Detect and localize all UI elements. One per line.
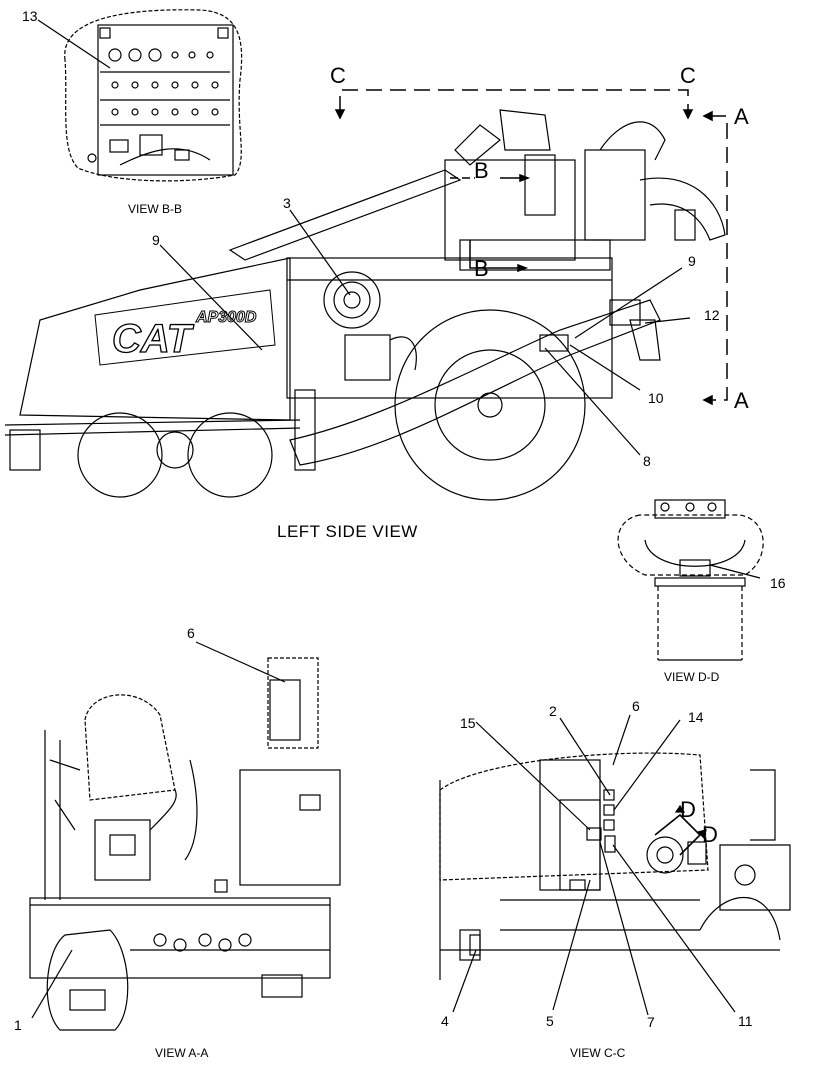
view-dd-drawing xyxy=(617,499,764,661)
section-mark-a-top: A xyxy=(734,104,749,129)
section-mark-c-left: C xyxy=(330,63,346,88)
view-cc-drawing xyxy=(439,752,791,980)
callout-12: 12 xyxy=(704,307,720,323)
callout-16: 16 xyxy=(770,575,786,591)
cat-decal: CAT xyxy=(112,317,195,361)
callout-6-cc: 6 xyxy=(632,698,640,714)
callout-6-aa: 6 xyxy=(187,625,195,641)
section-mark-c-right: C xyxy=(680,63,696,88)
section-mark-b-bottom: B xyxy=(474,256,489,281)
view-aa-title: VIEW A-A xyxy=(155,1046,209,1060)
left-side-view-drawing xyxy=(4,109,726,501)
leader-lines xyxy=(31,19,761,1019)
section-mark-d-top: D xyxy=(680,797,696,822)
callout-3: 3 xyxy=(283,195,291,211)
callout-13: 13 xyxy=(22,8,38,24)
callout-7: 7 xyxy=(647,1014,655,1030)
callout-11: 11 xyxy=(738,1013,753,1029)
callout-1: 1 xyxy=(14,1017,22,1033)
view-dd-title: VIEW D-D xyxy=(664,670,720,684)
view-bb-title: VIEW B-B xyxy=(128,202,183,216)
callout-14: 14 xyxy=(688,709,704,725)
section-mark-b-top: B xyxy=(474,158,489,183)
model-decal: AP300D xyxy=(195,309,257,326)
callout-9-right: 9 xyxy=(688,253,696,269)
callout-2: 2 xyxy=(549,703,557,719)
callout-9-left: 9 xyxy=(152,232,160,248)
left-side-view-title: LEFT SIDE VIEW xyxy=(277,522,418,541)
section-mark-a-bottom: A xyxy=(734,388,749,413)
view-aa-drawing xyxy=(29,657,341,1031)
view-cc-title: VIEW C-C xyxy=(570,1046,626,1060)
callout-4: 4 xyxy=(441,1013,449,1029)
section-lines xyxy=(334,89,728,406)
callout-10: 10 xyxy=(648,390,664,406)
view-bb-drawing xyxy=(64,9,243,182)
callout-5: 5 xyxy=(546,1013,554,1029)
callout-8: 8 xyxy=(643,453,651,469)
section-mark-d-bottom: D xyxy=(702,822,718,847)
callout-15: 15 xyxy=(460,715,476,731)
